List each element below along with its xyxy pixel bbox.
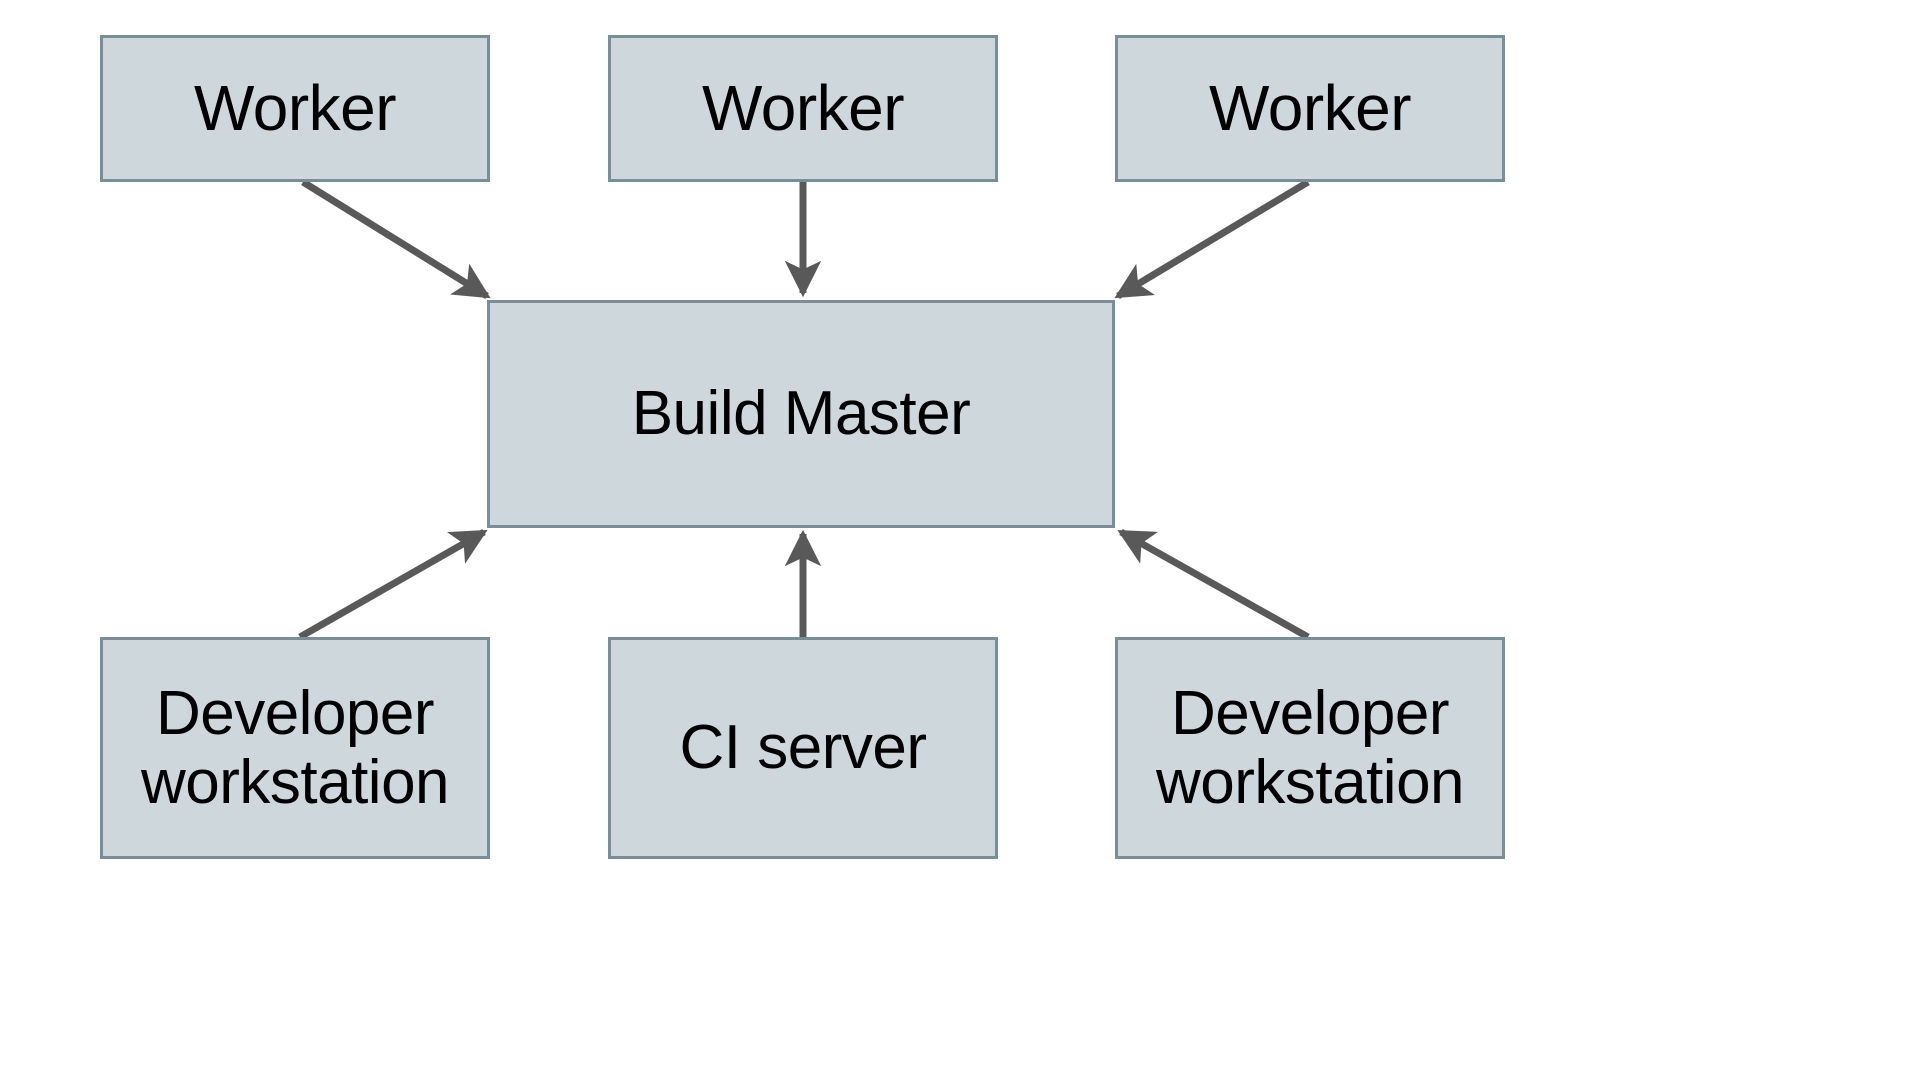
edge-devws2-to-build-master (1117, 528, 1310, 641)
node-worker-1[interactable]: Worker (100, 35, 490, 182)
edge-worker3-to-build-master (1114, 178, 1310, 300)
node-ci-server-label: CI server (679, 713, 927, 783)
edge-devws1-to-build-master (298, 528, 488, 641)
node-developer-workstation-right-label: Developer workstation (1155, 678, 1465, 817)
node-worker-3-label: Worker (1208, 71, 1412, 144)
node-ci-server[interactable]: CI server (608, 637, 998, 859)
node-build-master[interactable]: Build Master (487, 300, 1115, 528)
edge-worker1-to-build-master (301, 179, 491, 299)
node-worker-3[interactable]: Worker (1115, 35, 1505, 182)
node-worker-2[interactable]: Worker (608, 35, 998, 182)
node-developer-workstation-right[interactable]: Developer workstation (1115, 637, 1505, 859)
node-developer-workstation-left[interactable]: Developer workstation (100, 637, 490, 859)
node-worker-2-label: Worker (701, 71, 905, 144)
node-worker-1-label: Worker (193, 71, 397, 144)
node-developer-workstation-left-label: Developer workstation (140, 678, 450, 817)
node-build-master-label: Build Master (631, 379, 971, 449)
